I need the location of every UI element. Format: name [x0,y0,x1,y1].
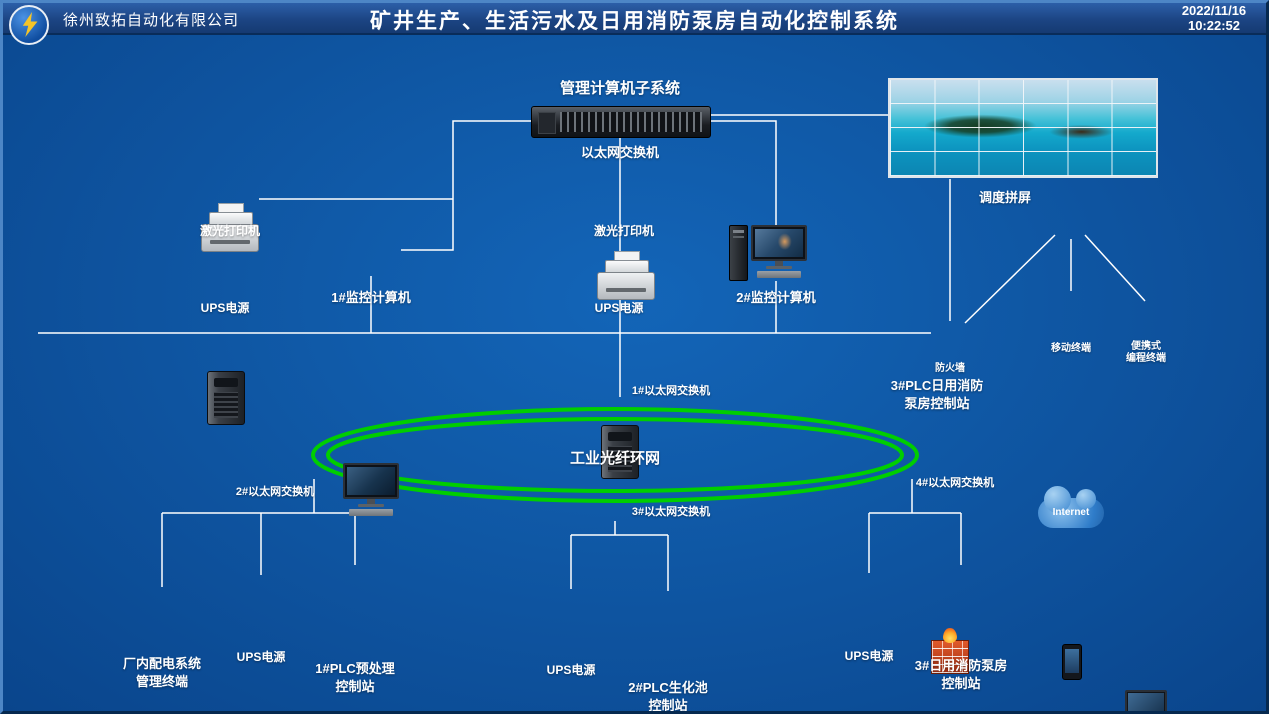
fiber-ring-inner [326,417,904,493]
pc1-label: 1#监控计算机 [331,290,411,305]
monitor-stand [367,499,375,504]
header-bar: 徐州致拓自动化有限公司 矿井生产、生活污水及日用消防泵房自动化控制系统 2022… [3,3,1266,35]
printer-left-label: 激光打印机 [199,224,261,238]
ups-center-label: UPS电源 [594,301,644,315]
fiber-ring-outer [311,407,919,503]
firewall-label: 防火墙 [935,363,965,374]
cab3-label-line1: 3#日用消防泵房 [914,658,1008,673]
pc2-label: 2#监控计算机 [736,290,816,305]
laptop-label-line2: 编程终端 [1126,353,1166,364]
time-text: 10:22:52 [1187,18,1241,33]
mgmt-subsystem-label: 管理计算机子系统 [559,80,681,97]
printer-center-label: 激光打印机 [593,224,655,238]
switch2-label: 2#以太网交换机 [235,486,315,498]
mobile-label: 移动终端 [1051,343,1091,354]
plc3-station-label-line2: 泵房控制站 [904,396,970,411]
switch4-label: 4#以太网交换机 [915,477,995,489]
ups-b-label: UPS电源 [546,663,596,677]
internet-cloud[interactable]: Internet [1038,486,1104,528]
main-ethernet-switch[interactable] [531,106,711,138]
keyboard [349,509,393,516]
monitor-base [766,266,792,269]
page-title: 矿井生产、生活污水及日用消防泵房自动化控制系统 [370,10,899,33]
fiber-ring-label: 工业光纤环网 [569,450,661,467]
ups-a-label: UPS电源 [236,650,286,664]
laptop-label-line1: 便携式 [1131,341,1161,352]
ups-center[interactable] [601,425,639,479]
pc-monitor-unit [751,225,807,278]
cab3-label-line2: 控制站 [941,676,981,691]
monitor-base [358,504,384,507]
ups-left[interactable] [207,371,245,425]
pc-tower [729,225,748,281]
internet-label: Internet [1052,507,1090,518]
main-switch-label: 以太网交换机 [580,145,660,160]
monitor-computer-2[interactable] [729,225,807,281]
date-text: 2022/11/16 [1181,3,1247,18]
plc3-station-label-line1: 3#PLC日用消防 [890,378,984,393]
keyboard [757,271,801,278]
terminal-label-line2: 管理终端 [135,674,189,689]
cab1-label-line2: 控制站 [335,679,375,694]
laser-printer-left[interactable] [201,203,259,252]
printer-body [597,272,655,300]
mobile-terminal[interactable] [1062,644,1082,680]
portable-programming-terminal[interactable] [1122,690,1170,711]
video-wall[interactable] [888,78,1158,178]
monitor-screen [751,225,807,261]
switch3-label: 3#以太网交换机 [631,506,711,518]
monitor-stand [775,261,783,266]
ups-left-label: UPS电源 [200,301,250,315]
ups-c-label: UPS电源 [844,649,894,663]
switch1-label: 1#以太网交换机 [631,385,711,397]
datetime-display: 2022/11/16 10:22:52 [1168,3,1260,33]
terminal-label-line1: 厂内配电系统 [122,656,202,671]
cab2-label-line2: 控制站 [648,698,688,713]
monitor-computer-1[interactable] [343,463,399,516]
cab1-label-line1: 1#PLC预处理 [315,661,395,676]
connection-lines [38,114,1146,591]
firewall-icon[interactable] [931,640,969,674]
company-logo-icon [9,5,49,45]
printer-body [201,224,259,252]
laser-printer-center[interactable] [597,251,655,300]
monitor-screen [343,463,399,499]
cab2-label-line1: 2#PLC生化池 [628,680,708,695]
video-wall-label: 调度拼屏 [978,190,1032,205]
company-name: 徐州致拓自动化有限公司 [63,12,240,29]
laptop-screen [1125,690,1167,711]
